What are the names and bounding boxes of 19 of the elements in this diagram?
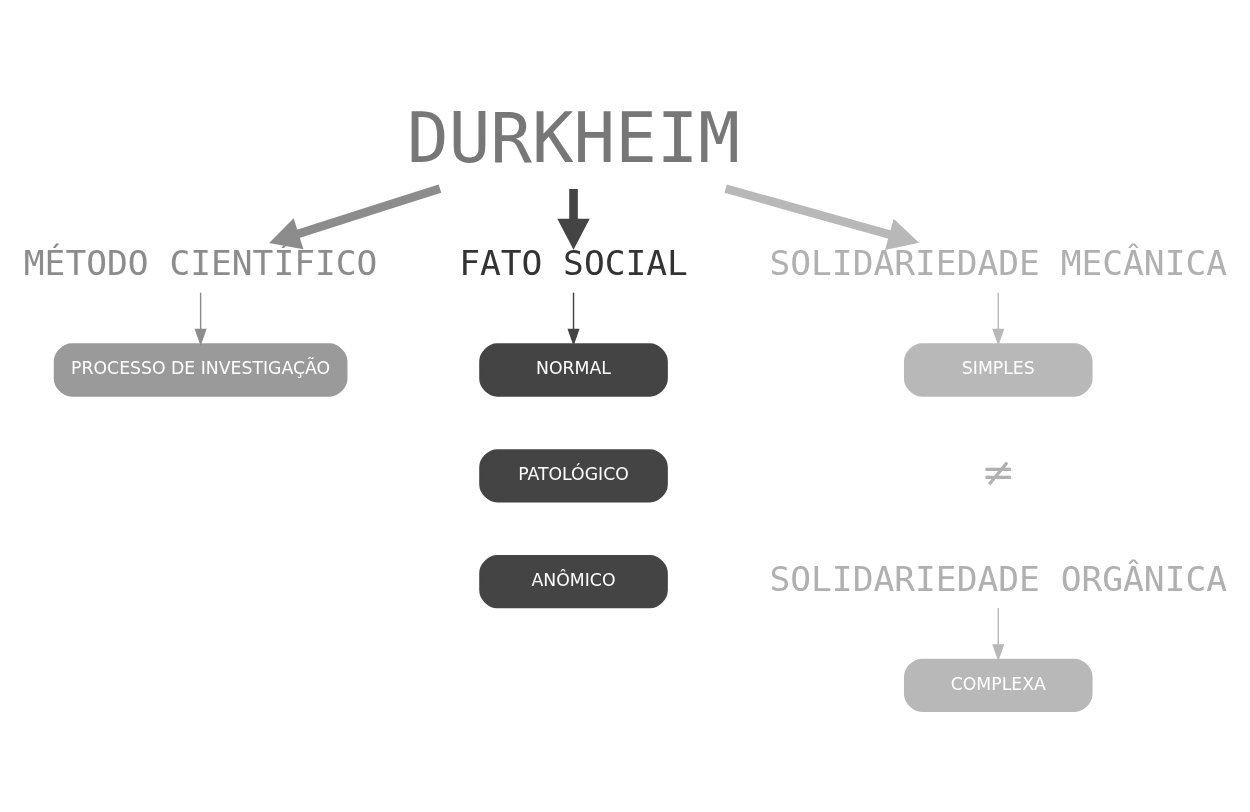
node-text: SOLIDARIEDADE ORGÂNICA: [769, 558, 1228, 599]
arrow: [724, 184, 920, 251]
node-box: COMPLEXA: [903, 658, 1093, 712]
arrow: [992, 291, 1005, 347]
node-box: PROCESSO DE INVESTIGAÇÃO: [53, 343, 348, 397]
node-text: SOLIDARIEDADE MECÂNICA: [769, 243, 1228, 284]
node-box: ANÔMICO: [479, 555, 668, 609]
arrow: [194, 291, 207, 347]
arrow: [567, 291, 580, 347]
node-box: PATOLÓGICO: [479, 449, 668, 503]
node-box: SIMPLES: [903, 343, 1093, 397]
label: ≠: [981, 448, 1016, 496]
node-text: FATO SOCIAL: [459, 243, 688, 284]
arrow: [269, 184, 442, 250]
arrow: [992, 607, 1005, 662]
arrow: [557, 189, 590, 250]
node-text: MÉTODO CIENTÍFICO: [23, 243, 378, 284]
node-box: NORMAL: [479, 343, 668, 397]
node-text: DURKHEIM: [407, 97, 740, 178]
